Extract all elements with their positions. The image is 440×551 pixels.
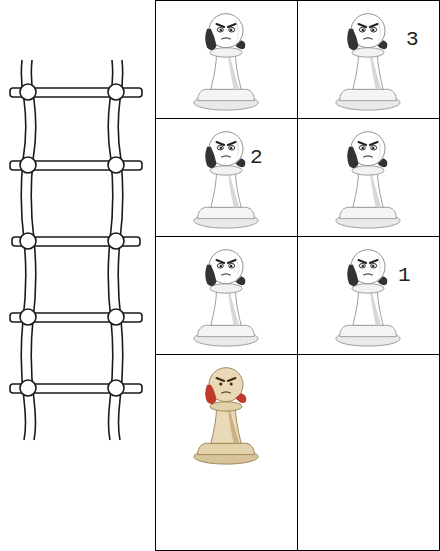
pawn-pieces [194,14,400,464]
white-pawn [336,132,400,228]
white-pawn [194,250,258,346]
white-pawn [336,250,400,346]
white-pawn [194,132,258,228]
board-grid [155,0,440,551]
callout-number: 2 [248,146,265,169]
rope-ladder [10,60,142,440]
white-pawn [194,14,258,110]
tan-pawn [194,368,258,464]
white-pawn [336,14,400,110]
callout-number: 3 [404,28,421,51]
callout-number: 1 [396,264,413,287]
